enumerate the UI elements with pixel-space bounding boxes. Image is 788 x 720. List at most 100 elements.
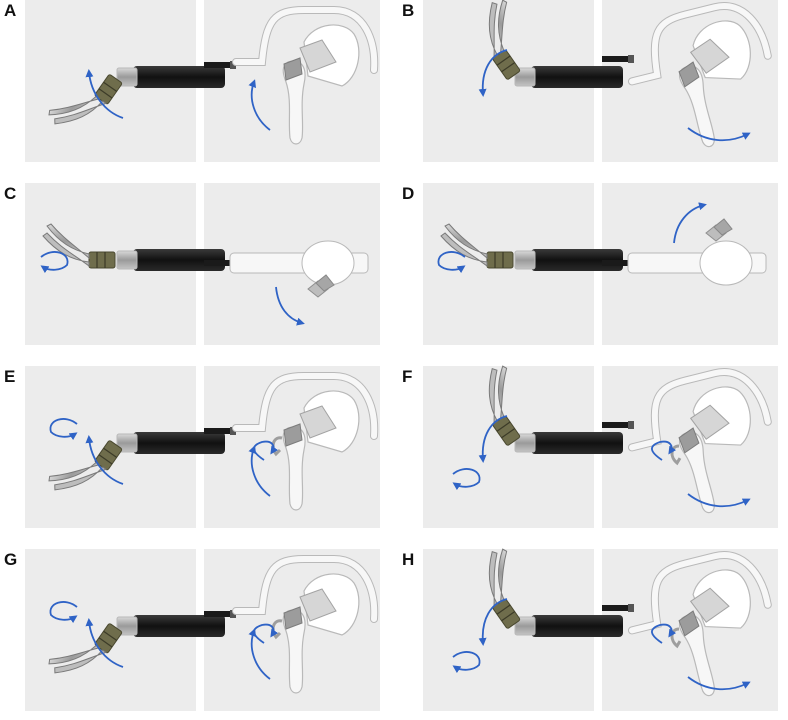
lower-jaw — [42, 232, 90, 267]
wrist-seam — [496, 604, 511, 615]
tip-illustration — [40, 223, 225, 274]
frame-arc-inner — [628, 552, 771, 634]
wrist-seam — [496, 55, 511, 66]
handle-illustration — [204, 5, 379, 145]
connector-cap — [230, 610, 236, 618]
wrist-seam — [496, 421, 511, 432]
connector-rod — [204, 260, 234, 266]
pistol-grip — [282, 609, 306, 694]
wrist-joint — [94, 440, 123, 471]
upper-jaw — [498, 365, 508, 420]
frame-arc-inner — [628, 369, 771, 451]
squeeze-arrow — [248, 445, 271, 497]
upper-jaw — [46, 223, 90, 260]
knob-housing — [699, 240, 753, 286]
shaft-collar — [514, 433, 536, 453]
handle-assembly — [627, 551, 772, 697]
trigger — [678, 427, 700, 454]
shaft — [133, 249, 225, 271]
handle-illustration — [602, 2, 772, 148]
rotation-arrow — [437, 251, 466, 274]
tip-illustration — [452, 365, 623, 491]
panel-label: C — [4, 184, 17, 203]
knob-rotation-arrow — [651, 440, 677, 461]
articulation-arrow — [85, 435, 124, 485]
handle-assembly — [232, 5, 379, 145]
wrist-joint — [486, 251, 514, 269]
end-effector — [488, 365, 521, 446]
connector-cap — [628, 421, 634, 429]
articulation-arrow — [478, 415, 508, 463]
frame-arc-inner — [233, 556, 378, 622]
handle-assembly — [627, 2, 772, 148]
articulation-arrow — [85, 618, 124, 668]
handle-assembly — [627, 368, 772, 514]
lower-jaw — [488, 1, 498, 59]
end-effector — [488, 0, 521, 80]
wrist-seam — [98, 88, 113, 99]
upper-jaw — [498, 0, 508, 54]
panel-label: D — [402, 184, 415, 203]
finger-loop — [271, 619, 283, 640]
shaft — [133, 615, 225, 637]
knob-body — [299, 588, 337, 622]
lower-jaw — [488, 550, 498, 608]
shaft — [531, 615, 623, 637]
squeeze-arrow — [248, 79, 271, 131]
wrist-seam — [103, 630, 118, 641]
knob-body — [299, 405, 337, 439]
panel-label: F — [402, 367, 413, 386]
pistol-grip — [282, 426, 306, 511]
shaft-collar — [514, 250, 536, 270]
connector-rod — [204, 611, 234, 617]
knob-rotation-arrow — [253, 440, 279, 461]
shaft — [133, 66, 225, 88]
end-effector — [42, 223, 116, 269]
connector-rod — [602, 422, 632, 428]
shaft-collar — [514, 67, 536, 87]
shaft-collar — [116, 67, 138, 87]
rotation-arrow — [452, 468, 481, 491]
upper-jaw — [48, 461, 101, 482]
shaft-collar — [116, 616, 138, 636]
connector-cap — [628, 604, 634, 612]
lower-jaw — [54, 466, 107, 491]
tilt-arrow — [687, 493, 751, 508]
upper-jaw — [48, 644, 101, 665]
connector-cap — [628, 55, 634, 63]
tip-illustration — [437, 223, 623, 274]
frame-arc-inner — [233, 7, 378, 73]
knob-body — [689, 404, 730, 440]
wrist-joint — [94, 623, 123, 654]
handle-illustration — [204, 555, 379, 694]
end-effector — [488, 548, 521, 629]
lower-jaw — [488, 367, 498, 425]
pistol-grip — [678, 614, 715, 697]
pistol-grip — [678, 65, 715, 148]
tip-illustration — [48, 418, 225, 491]
end-effector — [48, 623, 123, 674]
shaft — [531, 432, 623, 454]
wrist-seam — [103, 447, 118, 458]
wrist-seam — [103, 81, 118, 92]
articulation-arrow — [478, 598, 508, 646]
lower-jaw — [54, 100, 107, 125]
lower-jaw — [440, 232, 488, 267]
shaft — [531, 66, 623, 88]
end-effector — [48, 440, 123, 491]
panel-label: A — [4, 1, 17, 20]
squeeze-arrow — [248, 628, 271, 680]
trigger — [283, 423, 303, 447]
upper-jaw — [444, 223, 488, 260]
articulation-arrow — [85, 69, 124, 119]
trigger — [283, 606, 303, 630]
frame-arc-inner — [628, 3, 771, 85]
panel-label: G — [4, 550, 18, 569]
end-effector — [440, 223, 514, 269]
frame-arc-inner — [233, 373, 378, 439]
wrist-seam — [501, 62, 516, 73]
upper-jaw — [498, 548, 508, 603]
wrist-seam — [98, 637, 113, 648]
wrist-seam — [98, 454, 113, 465]
tilt-arrow — [687, 676, 751, 691]
